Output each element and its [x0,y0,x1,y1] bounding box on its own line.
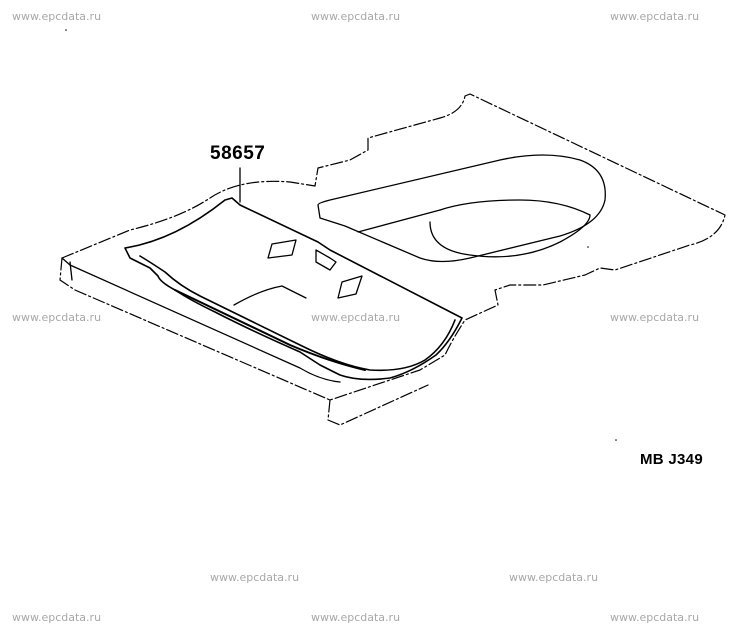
watermark: www.epcdata.ru [311,611,401,624]
watermark: www.epcdata.ru [610,611,700,624]
floor-insulator-58657 [124,197,463,381]
watermark: www.epcdata.ru [509,571,599,584]
watermark: www.epcdata.ru [311,10,401,23]
tunnel-section [317,154,606,263]
floor-side-rail [61,257,341,383]
watermark: www.epcdata.ru [610,10,700,23]
watermark: www.epcdata.ru [12,10,102,23]
part-number-callout: 58657 [210,143,266,164]
floor-panel-outline [59,93,726,426]
watermark: www.epcdata.ru [12,311,102,324]
watermark: www.epcdata.ru [610,311,700,324]
watermark: www.epcdata.ru [210,571,300,584]
watermark: www.epcdata.ru [311,311,401,324]
watermark: www.epcdata.ru [12,611,102,624]
figure-code: MB J349 [640,451,703,468]
pad-cutouts [233,239,363,306]
